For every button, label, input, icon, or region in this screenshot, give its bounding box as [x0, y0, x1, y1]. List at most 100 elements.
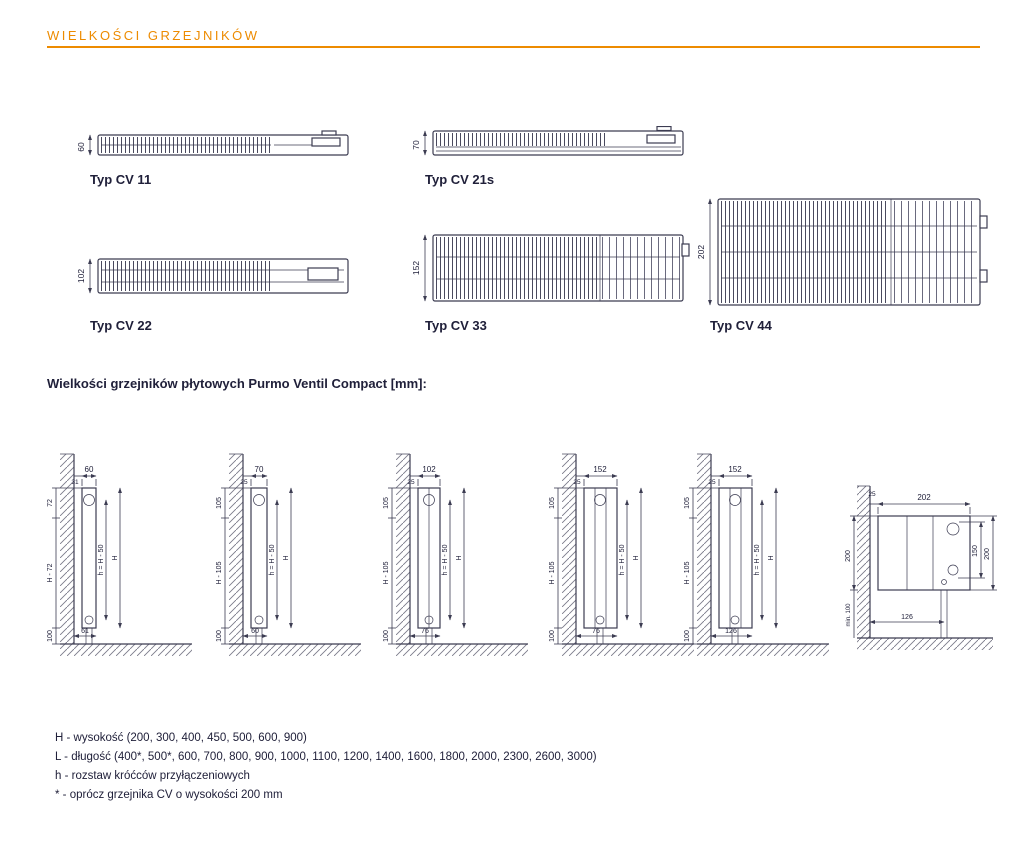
- radiator-body: [250, 487, 268, 644]
- radiator-body: [417, 487, 441, 644]
- dim-inner: h = H - 50: [442, 544, 449, 575]
- cross-section-cv22: 102: [76, 254, 371, 302]
- dim-bottom: 100: [549, 630, 556, 642]
- footnote-h: H - wysokość (200, 300, 400, 450, 500, 6…: [55, 732, 307, 744]
- height-dimension: 60: [76, 134, 92, 156]
- dim-width: 152: [728, 465, 742, 474]
- wall: [396, 453, 411, 644]
- dim-gap: 31: [71, 479, 79, 486]
- floor: [60, 643, 192, 656]
- footnotes: H - wysokość (200, 300, 400, 450, 500, 6…: [55, 729, 597, 805]
- dim-depth: 126: [901, 614, 913, 621]
- dim-height: H: [768, 555, 775, 560]
- radiator-plan: [717, 198, 988, 306]
- dim-gap: 25: [407, 479, 415, 486]
- cross-section-cv11: 60: [76, 130, 371, 164]
- dimension-labels: 70 25 105 H - 105 100 h = H - 50 H 60: [216, 465, 290, 642]
- dim-gap: 25: [240, 479, 248, 486]
- dim-width: 70: [255, 465, 264, 474]
- page-title: WIELKOŚCI GRZEJNIKÓW: [47, 28, 260, 43]
- dim-height: H: [456, 555, 463, 560]
- dim-label: 202: [696, 245, 706, 259]
- dim-depth: 76: [592, 628, 600, 635]
- dim-depth: 60: [251, 628, 259, 635]
- dim-gap: 25: [573, 479, 581, 486]
- dim-bottom: 100: [216, 630, 223, 642]
- dim-label: 60: [76, 142, 86, 152]
- section-title: Wielkości grzejników płytowych Purmo Ven…: [47, 376, 427, 391]
- dim-bottom: 100: [47, 630, 54, 642]
- wall: [562, 453, 577, 644]
- dim-width: 202: [917, 493, 931, 502]
- footnote-l: L - długość (400*, 500*, 600, 700, 800, …: [55, 751, 597, 763]
- wall: [697, 453, 712, 644]
- dimension-lines: [850, 502, 997, 638]
- dim-bottom: 100: [684, 630, 691, 642]
- dim-right-inner: 150: [972, 545, 979, 557]
- dim-inner: h = H - 50: [269, 544, 276, 575]
- height-dimension: 102: [76, 258, 92, 294]
- height-dimension: 152: [411, 234, 427, 302]
- side-view-5: 152 25 105 H - 105 100 h = H - 50 H 126: [683, 432, 848, 664]
- dim-gap: 25: [868, 491, 876, 498]
- dim-mid: H - 72: [47, 563, 54, 582]
- side-view-1: 60 31 72 H - 72 100 h = H - 50 H 61: [46, 432, 211, 664]
- radiator-body: [718, 487, 753, 644]
- dimension-labels: 202 25 200 min. 100 150 200 126: [845, 491, 991, 627]
- dimension-lines: [554, 474, 643, 645]
- dimension-labels: 152 25 105 H - 105 100 h = H - 50 H 76: [549, 465, 640, 642]
- height-dimension: 70: [411, 130, 427, 156]
- type-label-cv22: Typ CV 22: [90, 318, 152, 333]
- dimension-lines: [52, 474, 122, 645]
- dim-width: 60: [85, 465, 94, 474]
- floor: [562, 643, 694, 656]
- radiator-body: [583, 487, 618, 644]
- dim-top: 105: [216, 497, 223, 509]
- header-divider: [47, 46, 980, 48]
- footnote-spacing: h - rozstaw króćców przyłączeniowych: [55, 770, 250, 782]
- dimension-lines: [388, 474, 466, 645]
- dimension-labels: 102 25 105 H - 105 100 h = H - 50 H 76: [383, 465, 463, 642]
- cross-section-cv33: 152: [411, 230, 706, 310]
- dim-depth: 126: [725, 628, 737, 635]
- dim-label: 102: [76, 269, 86, 283]
- radiator-plan: [97, 258, 349, 294]
- dim-depth: 61: [81, 628, 89, 635]
- dim-height: H: [112, 555, 119, 560]
- dim-height: H: [633, 555, 640, 560]
- footnote-asterisk: * - oprócz grzejnika CV o wysokości 200 …: [55, 789, 283, 801]
- dimension-labels: 152 25 105 H - 105 100 h = H - 50 H 126: [684, 465, 775, 642]
- dim-mid: H - 105: [216, 561, 223, 584]
- wall: [60, 453, 75, 644]
- wall: [229, 453, 244, 644]
- type-label-cv11: Typ CV 11: [90, 172, 152, 187]
- dim-width: 152: [593, 465, 607, 474]
- type-label-cv21s: Typ CV 21s: [425, 172, 495, 187]
- floor: [396, 643, 528, 656]
- dim-depth: 76: [421, 628, 429, 635]
- wall: [857, 485, 871, 638]
- dimension-lines: [689, 474, 778, 645]
- type-label-cv33: Typ CV 33: [425, 318, 487, 333]
- side-view-2: 70 25 105 H - 105 100 h = H - 50 H 60: [215, 432, 380, 664]
- radiator-body: [81, 487, 97, 644]
- dim-clearance: min. 100: [846, 603, 852, 627]
- dimension-lines: [221, 474, 293, 645]
- dim-top: 105: [684, 497, 691, 509]
- side-view-4: 152 25 105 H - 105 100 h = H - 50 H 76: [548, 432, 713, 664]
- dim-gap: 25: [708, 479, 716, 486]
- dim-mid: H - 105: [549, 561, 556, 584]
- cross-section-cv21s: 70: [411, 126, 706, 164]
- dim-top: 105: [549, 497, 556, 509]
- side-view-3: 102 25 105 H - 105 100 h = H - 50 H 76: [382, 432, 547, 664]
- dim-right-outer: 200: [984, 548, 991, 560]
- radiator-body: [877, 515, 971, 638]
- dim-label: 152: [411, 261, 421, 275]
- floor: [229, 643, 361, 656]
- floor: [857, 637, 993, 650]
- dim-inner: h = H - 50: [619, 544, 626, 575]
- dim-height: H: [283, 555, 290, 560]
- dim-inner: h = H - 50: [754, 544, 761, 575]
- dim-top: 105: [383, 497, 390, 509]
